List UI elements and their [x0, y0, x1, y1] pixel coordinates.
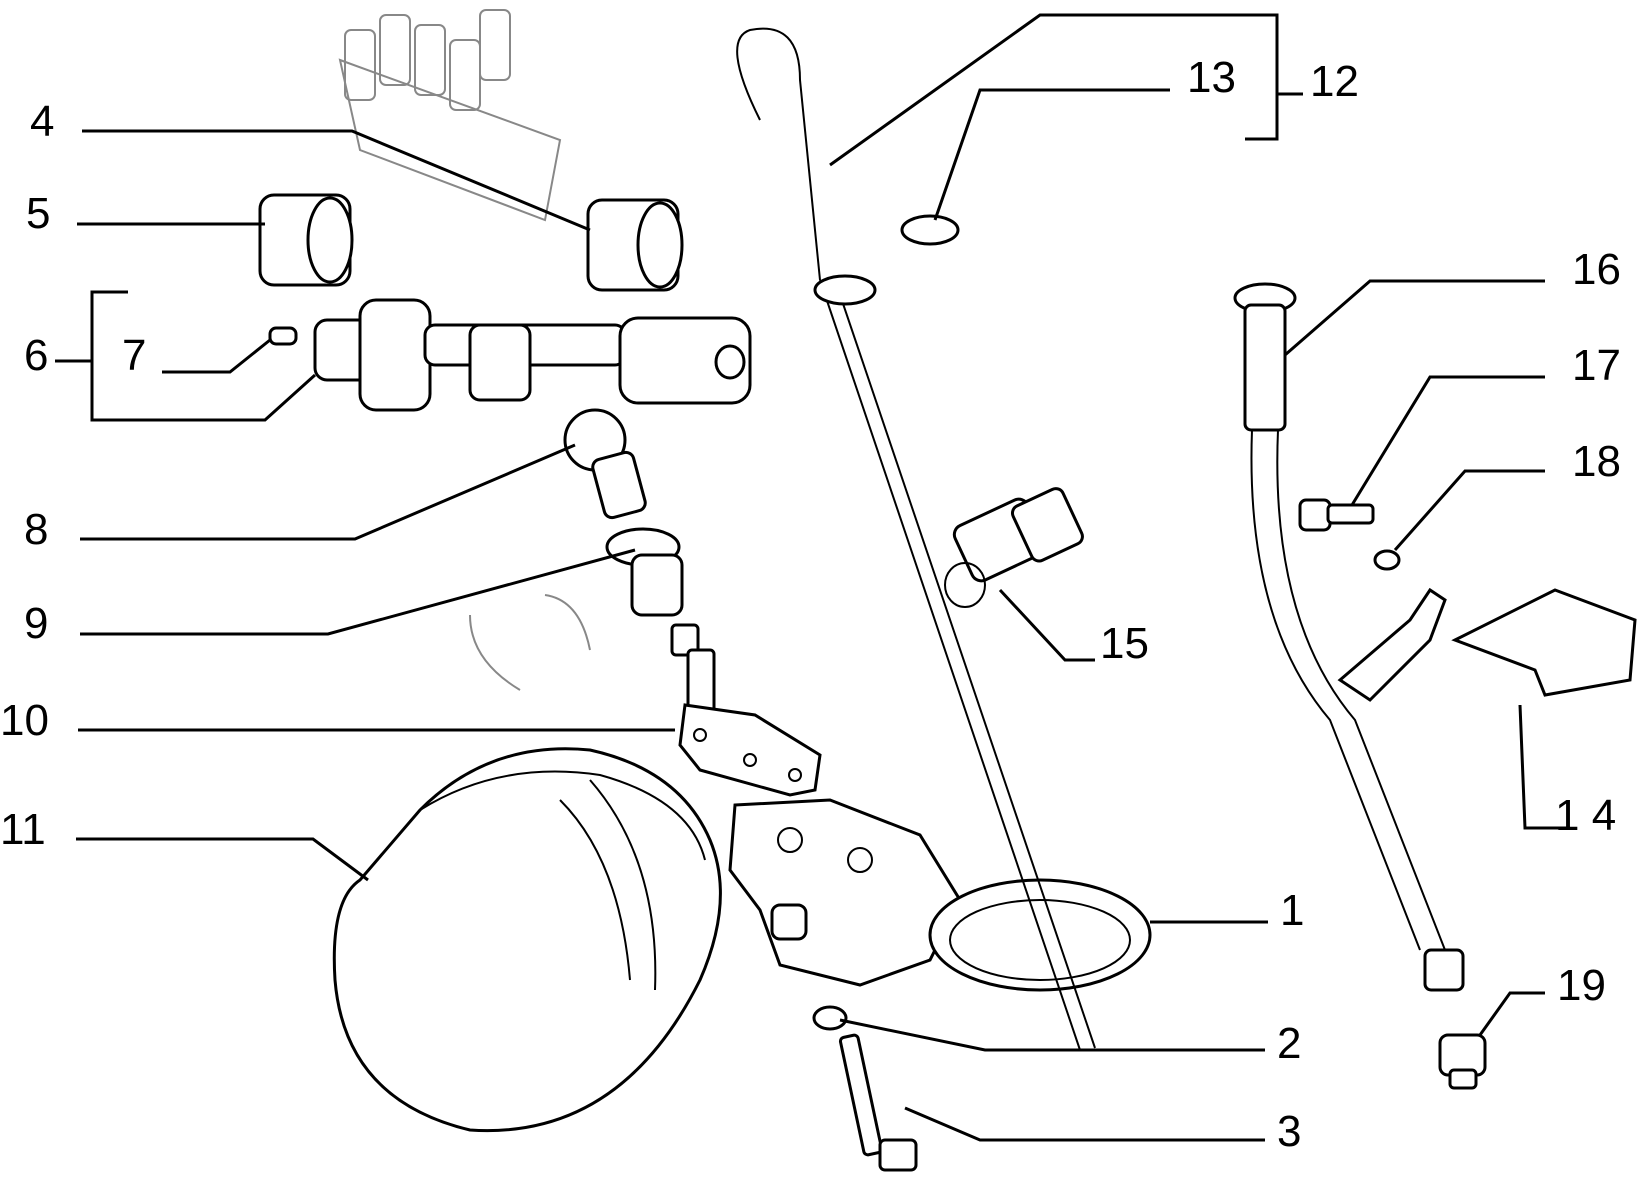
- label-7: 7: [122, 331, 146, 380]
- part-drive-shaft-6: [313, 298, 752, 412]
- part-gear-8: [563, 408, 647, 520]
- part-seal-13: [900, 214, 960, 246]
- label-10: 10: [0, 696, 49, 745]
- part-union-15: [944, 487, 1084, 608]
- label-8: 8: [24, 505, 48, 554]
- label-9: 9: [24, 599, 48, 648]
- part-screw-17: [1298, 498, 1375, 532]
- label-14: 1 4: [1555, 791, 1616, 840]
- part-gasket-10: [670, 623, 822, 797]
- part-washer-2: [812, 1005, 848, 1031]
- part-bushing-4: [586, 198, 684, 292]
- part-pin-7: [268, 326, 298, 346]
- label-16: 16: [1572, 245, 1621, 294]
- part-guide-tube-16: [1233, 282, 1465, 992]
- label-12: 12: [1310, 57, 1359, 106]
- label-19: 19: [1557, 961, 1606, 1010]
- part-oil-pump-1: [728, 798, 1152, 992]
- label-1: 1: [1280, 886, 1304, 935]
- label-6: 6: [24, 331, 48, 380]
- label-2: 2: [1277, 1019, 1301, 1068]
- label-5: 5: [26, 189, 50, 238]
- leader-lines: [55, 13, 1570, 1142]
- label-13: 13: [1187, 53, 1236, 102]
- label-4: 4: [30, 97, 54, 146]
- distributor-cap-ghost: [338, 9, 591, 691]
- part-bolt-3: [838, 1033, 918, 1172]
- label-15: 15: [1100, 619, 1149, 668]
- part-bracket-14: [1451, 588, 1637, 697]
- part-oil-filter-11: [332, 747, 722, 1133]
- part-washer-18: [1373, 549, 1401, 571]
- part-labels: 4 5 6 7 8 9 10 11 13 12 15 16 17 18 1 4 …: [0, 53, 1621, 1156]
- part-sleeve-9: [605, 527, 684, 617]
- part-dipstick-12: [736, 27, 1096, 1051]
- label-3: 3: [1277, 1107, 1301, 1156]
- label-11: 11: [0, 805, 46, 854]
- label-18: 18: [1572, 437, 1621, 486]
- part-bushing-5: [258, 193, 354, 287]
- part-nut-19: [1438, 1033, 1487, 1090]
- label-17: 17: [1572, 341, 1621, 390]
